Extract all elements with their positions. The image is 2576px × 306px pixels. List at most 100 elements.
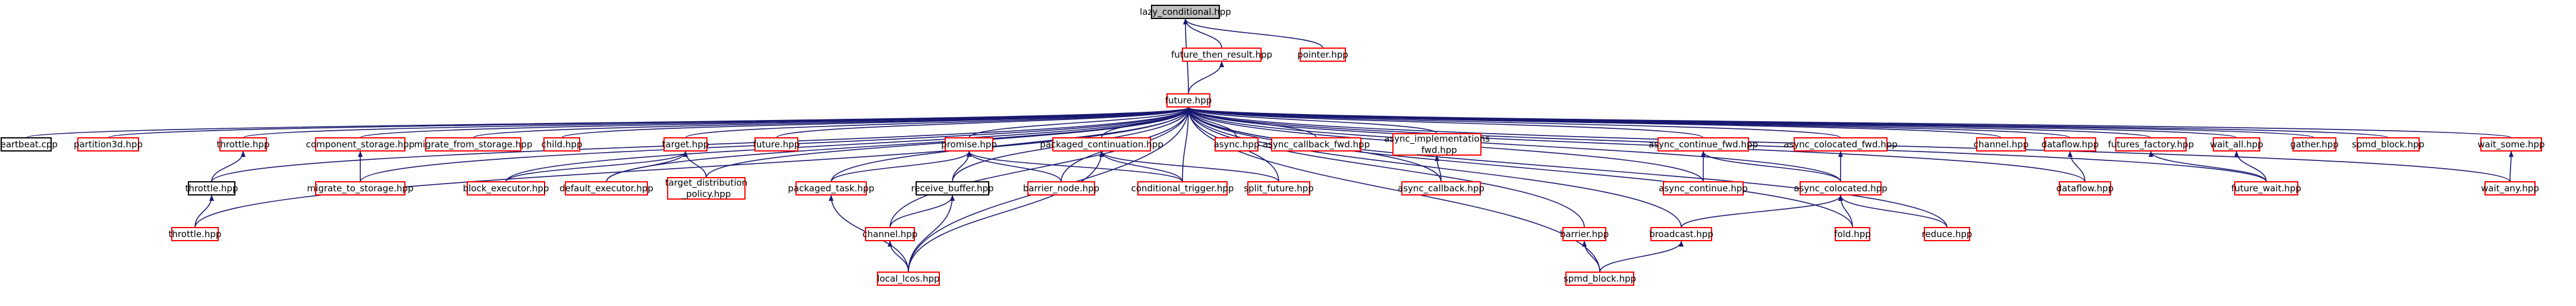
node-future-hpp2[interactable]: future.hpp [753, 137, 800, 152]
node-box [425, 137, 521, 152]
node-label: promise.hpp [941, 139, 997, 150]
node-future-wait[interactable]: future_wait.hpp [2231, 181, 2301, 195]
node-channel-top[interactable]: channel.hpp [1974, 137, 2029, 152]
node-label: reduce.hpp [1922, 229, 1973, 239]
node-label: migrate_from_storage.hpp [414, 139, 533, 150]
node-label: packaged_continuation.hpp [1040, 139, 1163, 150]
node-block-executor[interactable]: block_executor.hpp [463, 181, 549, 195]
node-label: local_lcos.hpp [877, 273, 939, 285]
node-broadcast[interactable]: broadcast.hpp [1649, 227, 1713, 241]
node-barrier-node[interactable]: barrier_node.hpp [1023, 181, 1100, 195]
node-future[interactable]: future.hpp [1165, 93, 1212, 108]
node-label: _policy.hpp [681, 189, 731, 200]
node-async-callback[interactable]: async_callback.hpp [1398, 181, 1484, 195]
node-receive-buffer[interactable]: receive_buffer.hpp [911, 181, 994, 195]
node-box [1976, 137, 2026, 152]
node-component-storage[interactable]: component_storage.hpp [306, 137, 415, 152]
edge-child-to-future [561, 107, 1191, 138]
node-conditional-trigger[interactable]: conditional_trigger.hpp [1131, 181, 1234, 195]
node-gather[interactable]: gather.hpp [2290, 137, 2339, 152]
node-async-continue[interactable]: async_continue.hpp [1659, 181, 1748, 195]
node-partition3d[interactable]: partition3d.hpp [74, 137, 143, 152]
node-label: wait_any.hpp [2481, 183, 2539, 194]
node-dataflow-top[interactable]: dataflow.hpp [2042, 137, 2099, 152]
node-heartbeat[interactable]: heartbeat.cpp [0, 137, 58, 152]
node-packaged-task[interactable]: packaged_task.hpp [788, 181, 875, 195]
node-label: child.hpp [542, 139, 583, 150]
edge-throttle_bottom-to-throttle_black [194, 195, 214, 228]
node-async-colocated[interactable]: async_colocated.hpp [1794, 181, 1888, 195]
node-barrier[interactable]: barrier.hpp [1560, 227, 1609, 241]
node-spmd-block-bottom[interactable]: spmd_block.hpp [1564, 272, 1636, 286]
node-box [2213, 137, 2260, 152]
node-label: async_implementations [1384, 134, 1490, 145]
node-box [1215, 137, 1259, 152]
node-label: component_storage.hpp [306, 139, 415, 150]
node-target-distribution-policy[interactable]: target_distribution_policy.hpp [665, 177, 748, 200]
edge-future_hpp2-to-future [776, 107, 1191, 138]
node-dataflow-bottom[interactable]: dataflow.hpp [2056, 181, 2114, 195]
edge-receive_buffer-to-promise [952, 151, 971, 182]
node-box [2292, 137, 2336, 152]
node-label: block_executor.hpp [463, 183, 549, 194]
edge-conditional_trigger-to-promise [967, 151, 1183, 182]
node-async-continue-fwd[interactable]: async_continue_fwd.hpp [1649, 137, 1758, 152]
node-throttle-black[interactable]: throttle.hpp [185, 181, 238, 195]
node-box [1166, 93, 1210, 108]
node-async-hpp[interactable]: async.hpp [1214, 137, 1260, 152]
node-migrate-from-storage[interactable]: migrate_from_storage.hpp [414, 137, 533, 152]
node-label: async_colocated.hpp [1794, 183, 1887, 194]
edge-block_executor-to-future [505, 107, 1191, 182]
node-async-callback-fwd[interactable]: async_callback_fwd.hpp [1263, 137, 1370, 152]
node-box [543, 137, 580, 152]
edge-broadcast-to-future [1186, 107, 1682, 228]
node-throttle1[interactable]: throttle.hpp [217, 137, 270, 152]
node-label: migrate_to_storage.hpp [307, 183, 413, 194]
node-box [1027, 181, 1095, 195]
edge-async_continue_fwd-to-future [1186, 107, 1704, 138]
node-pointer[interactable]: pointer.hpp [1297, 48, 1348, 62]
node-target[interactable]: target.hpp [662, 137, 709, 152]
node-box [663, 137, 707, 152]
node-async-implementations-fwd[interactable]: async_implementations_fwd.hpp [1384, 133, 1490, 156]
node-box [916, 181, 989, 195]
node-label: throttle.hpp [185, 183, 238, 194]
node-default-executor[interactable]: default_executor.hpp [559, 181, 653, 195]
node-label: spmd_block.hpp [2352, 139, 2424, 150]
node-migrate-to-storage[interactable]: migrate_to_storage.hpp [307, 181, 414, 195]
node-wait-all[interactable]: wait_all.hpp [2210, 137, 2263, 152]
edge-split_future-to-packaged_continuation [1099, 151, 1279, 182]
node-promise[interactable]: promise.hpp [941, 137, 997, 152]
node-label: spmd_block.hpp [1564, 273, 1636, 285]
node-wait-some[interactable]: wait_some.hpp [2477, 137, 2545, 152]
node-label: future_wait.hpp [2231, 183, 2301, 194]
node-box [2480, 137, 2542, 152]
node-child[interactable]: child.hpp [542, 137, 583, 152]
node-async-colocated-fwd[interactable]: async_colocated_fwd.hpp [1784, 137, 1898, 152]
node-lazy-conditional[interactable]: lazy_conditional.hpp [1140, 5, 1231, 19]
edge-local_lcos-to-channel_mid [888, 241, 909, 273]
node-fold[interactable]: fold.hpp [1834, 227, 1871, 241]
node-packaged-continuation[interactable]: packaged_continuation.hpp [1040, 137, 1163, 152]
node-throttle-bottom[interactable]: throttle.hpp [169, 227, 222, 241]
node-label: throttle.hpp [169, 229, 222, 239]
node-futures-factory[interactable]: futures_factory.hpp [2108, 137, 2194, 152]
node-split-future[interactable]: split_future.hpp [1244, 181, 1314, 195]
node-label: future_then_result.hpp [1171, 49, 1272, 61]
node-box [1657, 137, 1749, 152]
node-box [1271, 137, 1361, 152]
node-label: channel.hpp [1974, 139, 2029, 150]
node-label: throttle.hpp [217, 139, 270, 150]
edge-async_colocated-to-async_continue_fwd [1701, 151, 1841, 182]
node-future-then-result[interactable]: future_then_result.hpp [1171, 48, 1272, 62]
node-wait-any[interactable]: wait_any.hpp [2481, 181, 2539, 195]
node-label: _fwd.hpp [1416, 145, 1457, 156]
edge-dataflow_bottom-to-future [1186, 107, 2086, 182]
node-box [945, 137, 993, 152]
node-label: future.hpp [1165, 95, 1212, 106]
node-channel-mid[interactable]: channel.hpp [863, 227, 918, 241]
node-local-lcos[interactable]: local_lcos.hpp [877, 272, 940, 286]
node-reduce[interactable]: reduce.hpp [1922, 227, 1973, 241]
node-box [2059, 181, 2111, 195]
node-spmd-block-top[interactable]: spmd_block.hpp [2352, 137, 2424, 152]
